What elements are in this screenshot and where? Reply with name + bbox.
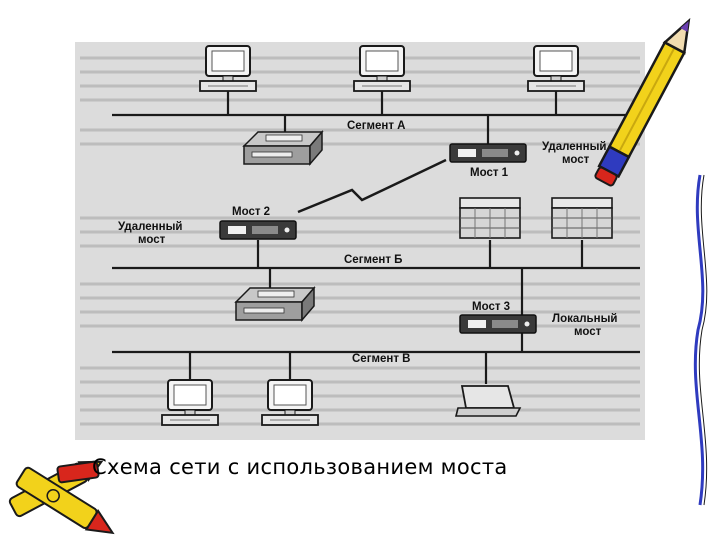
laptop-icon bbox=[454, 385, 522, 417]
bridge-device-icon bbox=[219, 220, 297, 240]
slide-caption: Схема сети с использованием моста bbox=[92, 455, 508, 479]
server-icon bbox=[459, 197, 521, 239]
remote-bridge-2-label-2: мост bbox=[138, 234, 166, 246]
crayon-icon bbox=[698, 174, 708, 506]
computer-icon bbox=[199, 45, 257, 92]
bridge-2-label: Мост 2 bbox=[232, 206, 270, 218]
pencil-icon bbox=[594, 17, 691, 187]
remote-bridge-1-label-2: мост bbox=[562, 154, 590, 166]
crayon-icon bbox=[15, 466, 115, 535]
computer-icon bbox=[261, 379, 319, 426]
segment-a-label: Сегмент А bbox=[347, 120, 405, 132]
bridge-3-label: Мост 3 bbox=[472, 301, 510, 313]
crayon-icon bbox=[56, 460, 100, 484]
computer-icon bbox=[161, 379, 219, 426]
diagram-labels: Сегмент А Сегмент Б Сегмент В Мост 1 Мос… bbox=[118, 120, 617, 365]
computer-icon bbox=[353, 45, 411, 92]
server-icon bbox=[551, 197, 613, 239]
wan-link-icon bbox=[297, 158, 447, 214]
printer-icon bbox=[243, 131, 323, 165]
bridge-device-icon bbox=[459, 314, 537, 334]
faint-text-lines bbox=[80, 56, 640, 426]
remote-bridge-1-label: Удаленный bbox=[542, 141, 606, 153]
remote-bridge-2-label: Удаленный bbox=[118, 221, 182, 233]
segment-v-label: Сегмент В bbox=[352, 353, 410, 365]
scan-background bbox=[75, 42, 645, 440]
segment-b-label: Сегмент Б bbox=[344, 254, 402, 266]
printer-icon bbox=[235, 287, 315, 321]
local-bridge-label: Локальный bbox=[552, 313, 617, 325]
network-lines bbox=[112, 90, 640, 384]
crayon-icon bbox=[693, 174, 705, 506]
local-bridge-label-2: мост bbox=[574, 326, 602, 338]
computer-icon bbox=[527, 45, 585, 92]
bridge-device-icon bbox=[449, 143, 527, 163]
bridge-1-label: Мост 1 bbox=[470, 167, 509, 179]
